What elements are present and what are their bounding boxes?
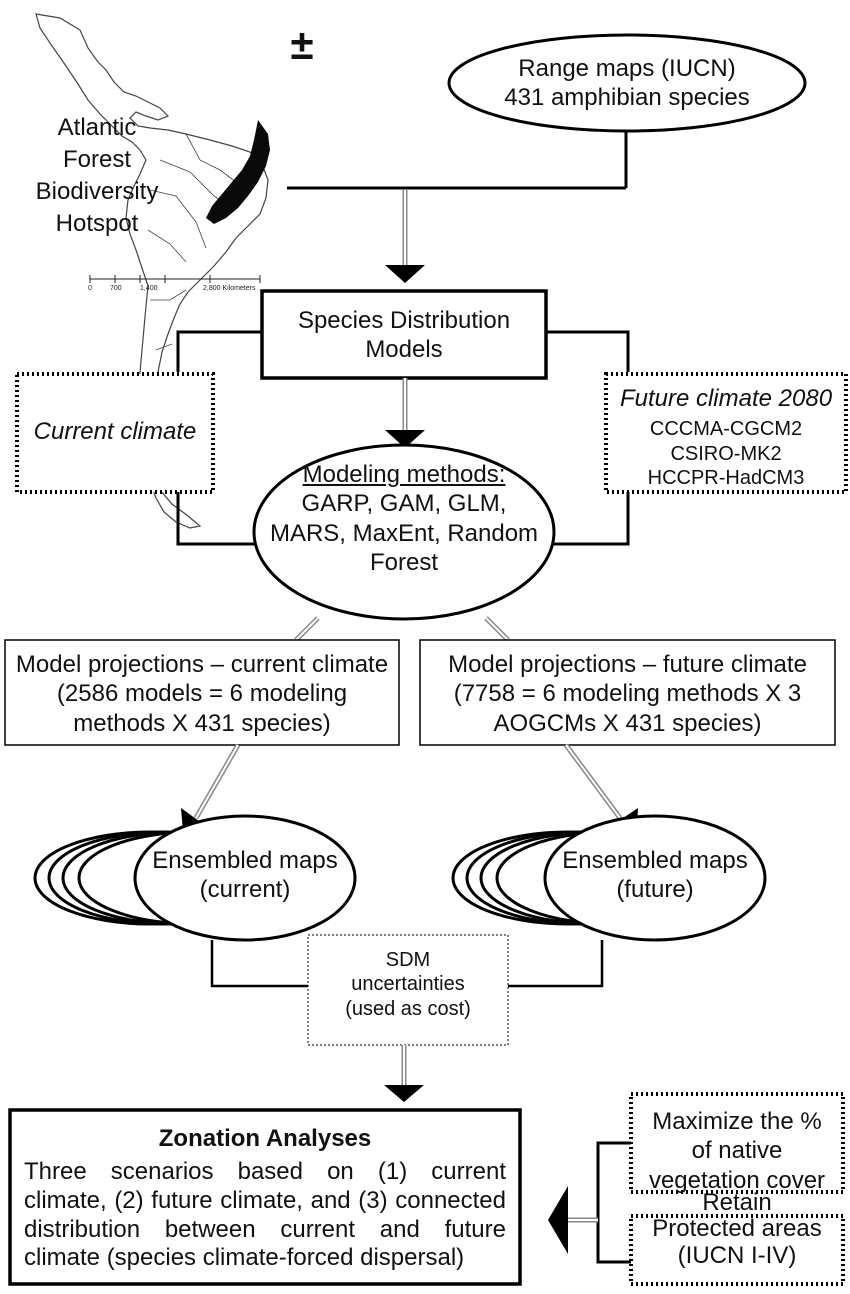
ensemble-connectors: [210, 940, 604, 988]
methods-line: GARP, GAM, GLM,: [301, 490, 507, 518]
proj-current-line: (2586 models = 6 modeling: [56, 680, 348, 708]
current-climate-box: [15, 372, 215, 494]
map-caption-line: Forest: [62, 145, 131, 173]
sdm-line1: Species Distribution: [297, 307, 511, 334]
retain-label: Retain Protected areas (IUCN I-IV): [631, 1189, 843, 1269]
arrow-to-methods: [385, 378, 425, 448]
ens-future-line1: Ensembled maps: [562, 847, 748, 874]
current-climate-label: Current climate: [33, 418, 197, 445]
ens-future-stack: [451, 814, 767, 942]
methods-line: MARS, MaxEnt, Random: [269, 519, 539, 547]
range-maps-oval: [447, 33, 807, 133]
proj-future-line: Model projections – future climate: [448, 651, 807, 678]
proj-future-line: AOGCMs X 431 species): [493, 709, 762, 737]
sdm-side-connectors: [176, 330, 630, 372]
future-climate-model: CCCMA-CGCM2: [649, 418, 803, 441]
arrow-to-sdm: [385, 190, 425, 283]
maximize-line: of native: [691, 1137, 783, 1165]
atlantic-forest-region: [206, 120, 270, 224]
ens-current-stack: [33, 814, 357, 942]
sdm-uncert-line: uncertainties: [351, 973, 465, 996]
future-climate-label: Future climate 2080 CCCMA-CGCM2 CSIRO-MK…: [606, 384, 846, 490]
arrow-to-zonation: [384, 1045, 424, 1102]
retain-line: Protected areas: [652, 1215, 822, 1243]
ens-current-label: Ensembled maps (current): [150, 846, 340, 905]
ens-future-line2: (future): [616, 876, 694, 904]
future-climate-model: HCCPR-HadCM3: [647, 467, 805, 490]
map-caption: Atlantic Forest Biodiversity Hotspot: [22, 112, 172, 240]
methods-oval: [252, 443, 556, 621]
future-climate-model: CSIRO-MK2: [670, 442, 782, 465]
proj-current-line: methods X 431 species): [73, 709, 331, 737]
range-maps-line1: Range maps (IUCN): [518, 55, 736, 82]
methods-label: Modeling methods: GARP, GAM, GLM, MARS, …: [254, 460, 554, 577]
scale-tick-label: 2,800 Kilometers: [203, 285, 256, 292]
zonation-title: Zonation Analyses: [158, 1125, 372, 1152]
scale-tick-label: 0: [88, 285, 92, 292]
methods-line: Forest: [369, 548, 438, 576]
ens-current-line1: Ensembled maps: [152, 847, 338, 874]
sdm-uncert-label: SDM uncertainties (used as cost): [308, 948, 508, 1021]
range-maps-connector: [287, 130, 628, 190]
sdm-uncert-line: (used as cost): [345, 997, 471, 1020]
ens-current-line2: (current): [199, 876, 291, 904]
proj-current-label: Model projections – current climate (258…: [5, 650, 399, 738]
constraints-connector: [596, 1141, 631, 1264]
sdm-label: Species Distribution Models: [262, 306, 546, 365]
proj-current-line: Model projections – current climate: [15, 651, 389, 678]
map-caption-line: Atlantic: [57, 114, 137, 141]
retain-line: (IUCN I-IV): [677, 1241, 797, 1269]
maximize-box: [629, 1092, 845, 1194]
scale-tick-label: 700: [110, 285, 122, 292]
retain-box-border: [629, 1214, 845, 1286]
range-maps-line2: 431 amphibian species: [504, 84, 750, 112]
proj-future-line: (7758 = 6 modeling methods X 3: [453, 680, 802, 708]
scale-tick-label: 1,400: [140, 285, 158, 292]
zonation-body: Three scenarios based on (1) current cli…: [24, 1158, 506, 1272]
methods-to-projections: [294, 616, 510, 642]
ens-future-label: Ensembled maps (future): [560, 846, 750, 905]
retain-line: Retain: [702, 1189, 772, 1216]
range-maps-label: Range maps (IUCN) 431 amphibian species: [450, 54, 804, 113]
future-climate-box: [604, 372, 848, 494]
map-caption-line: Hotspot: [55, 209, 139, 237]
maximize-label: Maximize the % of native vegetation cove…: [631, 1107, 843, 1195]
arrow-to-zonation-side: [548, 1186, 598, 1254]
sdm-uncert-line: SDM: [385, 949, 431, 971]
north-arrow-icon: ±: [290, 21, 314, 68]
proj-future-label: Model projections – future climate (7758…: [420, 650, 835, 738]
scale-bar: [89, 275, 261, 283]
maximize-line: Maximize the %: [652, 1108, 822, 1135]
zonation-box: [8, 1108, 522, 1286]
sdm-line2: Models: [365, 336, 443, 364]
methods-title: Modeling methods:: [302, 461, 506, 488]
future-climate-title: Future climate 2080: [619, 385, 833, 412]
climate-connectors: [176, 492, 630, 546]
proj-current-box: [4, 639, 400, 746]
proj-future-box: [419, 639, 836, 746]
map-caption-line: Biodiversity: [35, 177, 159, 205]
maximize-line: vegetation cover: [648, 1166, 826, 1194]
sdm-uncert-box: [307, 934, 509, 1046]
